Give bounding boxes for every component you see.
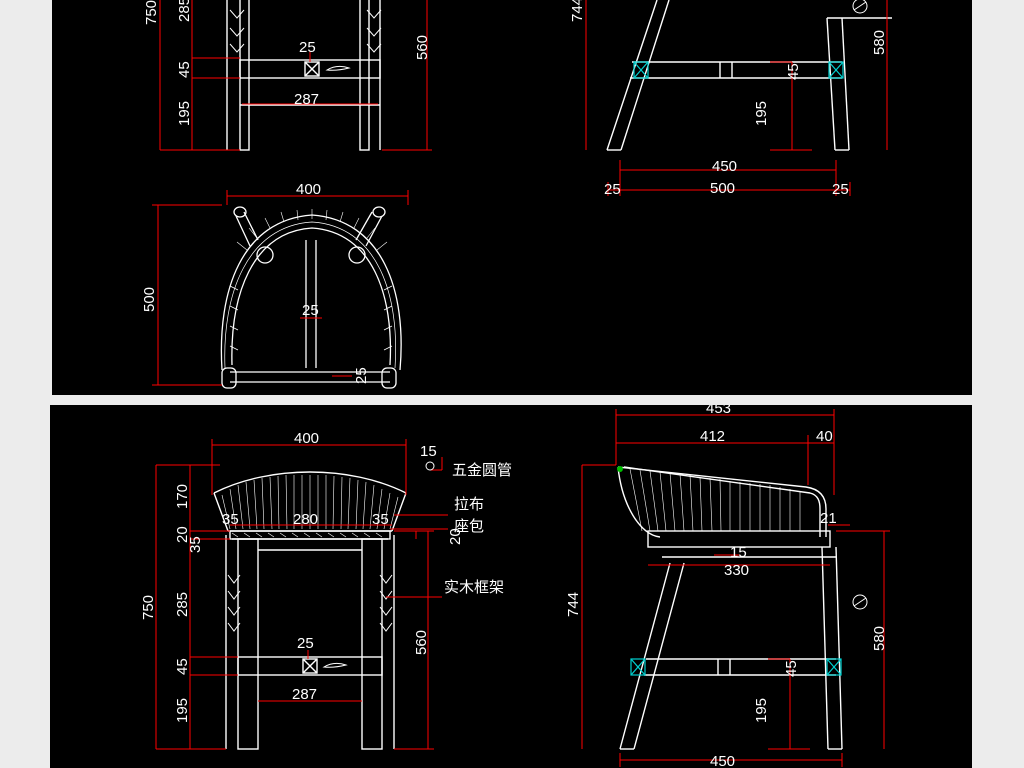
tube-section-icon xyxy=(852,0,868,14)
dim-front-287: 287 xyxy=(292,686,317,703)
dim-cushion-280: 280 xyxy=(293,511,318,528)
dim-plan-25: 25 xyxy=(302,302,319,319)
dim-height-750: 750 xyxy=(143,0,160,25)
dim-front-195: 195 xyxy=(174,698,191,723)
callout-wood-frame: 实木框架 xyxy=(444,578,504,596)
front-view xyxy=(213,471,407,750)
callout-hardware-tube: 五金圆管 xyxy=(452,461,512,479)
plan-view-hatching xyxy=(236,209,388,251)
dim-stretcher-287: 287 xyxy=(294,91,319,108)
tube-section-hatch xyxy=(853,1,867,11)
dim-front-rail-25: 25 xyxy=(297,635,314,652)
dim-seat-560: 560 xyxy=(414,35,431,60)
dim-450: 450 xyxy=(712,158,737,175)
front-view-top-dimensions xyxy=(159,0,432,151)
dim-744: 744 xyxy=(569,0,586,22)
callout-seat-cushion: 座包 xyxy=(454,517,484,535)
side-view-joints xyxy=(630,658,842,676)
dim-rail-25: 25 xyxy=(299,39,316,56)
dim-side-580: 580 xyxy=(871,626,888,651)
tube-section-hatch-side xyxy=(853,597,867,607)
dim-front-285: 285 xyxy=(174,592,191,617)
dim-side-744: 744 xyxy=(565,592,582,617)
dim-front-560: 560 xyxy=(413,630,430,655)
tube-section-icon-side xyxy=(852,594,868,610)
top-sheet-canvas: 750 285 45 195 25 287 560 xyxy=(141,0,892,389)
dim-front-750: 750 xyxy=(140,595,157,620)
front-view-top xyxy=(226,0,382,151)
side-view-top-dimensions xyxy=(585,0,888,196)
side-view-top-joints xyxy=(633,61,844,79)
top-drawing-sheet: 750 285 45 195 25 287 560 xyxy=(52,0,972,395)
dim-cushion-35-right: 35 xyxy=(372,511,389,528)
dim-195: 195 xyxy=(176,101,193,126)
side-view-slats xyxy=(629,468,801,532)
front-view-dimensions xyxy=(155,439,448,750)
dim-285: 285 xyxy=(176,0,193,22)
dim-tube-15: 15 xyxy=(420,443,437,460)
dim-25-right: 25 xyxy=(832,181,849,198)
dim-side-45: 45 xyxy=(783,660,800,677)
dim-plan-rail-25: 25 xyxy=(353,367,370,384)
dim-500: 500 xyxy=(710,180,735,197)
dim-45-side: 45 xyxy=(785,63,802,80)
front-view-backrest-slats xyxy=(221,474,399,538)
dim-side-21: 21 xyxy=(820,510,837,527)
dim-plan-500: 500 xyxy=(141,287,158,312)
dim-side-15: 15 xyxy=(730,544,747,561)
callout-fabric: 拉布 xyxy=(454,495,484,513)
dim-400: 400 xyxy=(296,181,321,198)
dim-20: 20 xyxy=(174,526,191,543)
dim-side-453: 453 xyxy=(706,405,731,417)
dim-side-40: 40 xyxy=(816,428,833,445)
plan-view xyxy=(220,206,402,389)
side-view-dimensions xyxy=(581,409,890,767)
side-view xyxy=(617,466,843,750)
dim-cushion-35-left: 35 xyxy=(222,511,239,528)
plan-view-dimensions xyxy=(152,190,409,386)
dim-side-450: 450 xyxy=(710,753,735,768)
dim-195-side: 195 xyxy=(753,101,770,126)
dim-580: 580 xyxy=(871,30,888,55)
bottom-drawing-sheet: 400 15 170 20 35 750 285 45 195 35 280 3… xyxy=(50,405,972,768)
dim-side-330: 330 xyxy=(724,562,749,579)
tube-marker-icon xyxy=(425,461,435,471)
dim-45: 45 xyxy=(176,61,193,78)
bottom-sheet-canvas: 400 15 170 20 35 750 285 45 195 35 280 3… xyxy=(140,405,890,768)
dim-25-left: 25 xyxy=(604,181,621,198)
dim-side-412: 412 xyxy=(700,428,725,445)
dim-back-170: 170 xyxy=(174,484,191,509)
dim-front-45: 45 xyxy=(174,658,191,675)
side-view-top xyxy=(606,0,892,151)
dim-cushion-20: 20 xyxy=(447,528,464,545)
dim-front-400: 400 xyxy=(294,430,319,447)
dim-35: 35 xyxy=(187,536,204,553)
dim-side-195: 195 xyxy=(753,698,770,723)
tube-start-marker xyxy=(617,466,623,472)
